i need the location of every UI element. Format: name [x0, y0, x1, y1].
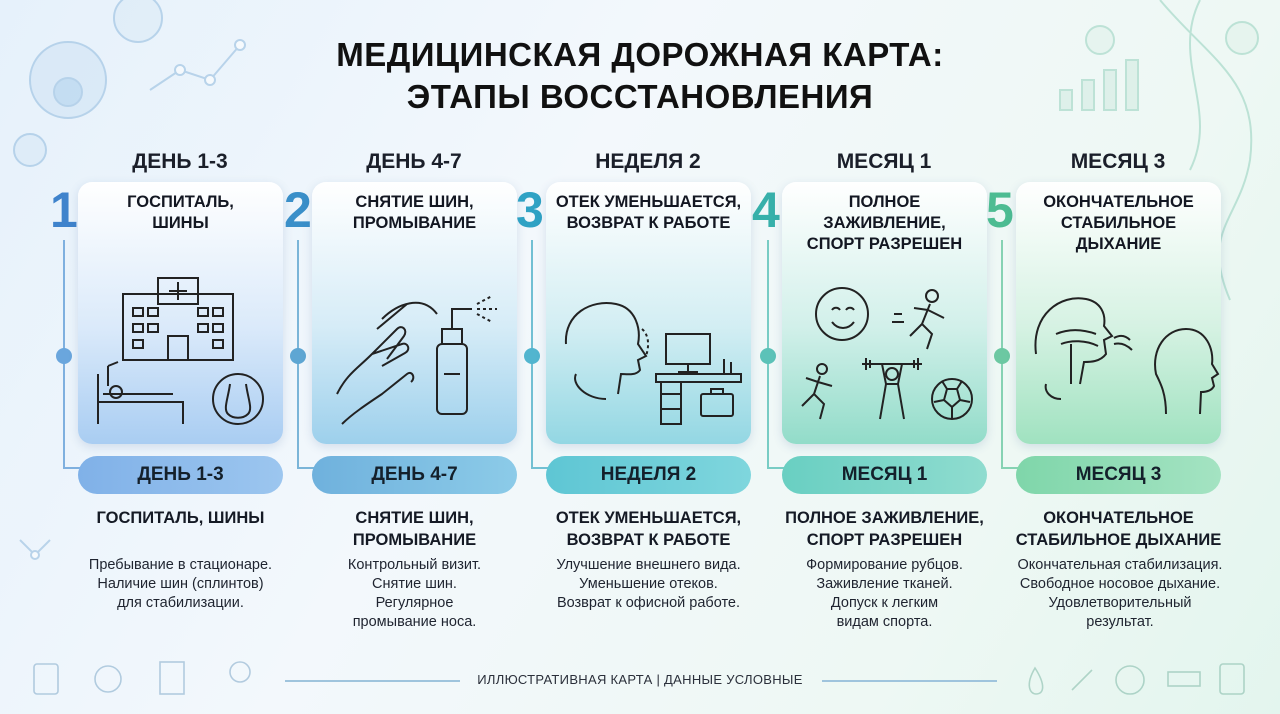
stage-card: ОКОНЧАТЕЛЬНОЕ СТАБИЛЬНОЕ ДЫХАНИЕ	[1016, 182, 1221, 444]
stage-description: Пребывание в стационаре. Наличие шин (сп…	[88, 557, 273, 611]
timeline-connector	[531, 467, 551, 469]
stage-pill: ДЕНЬ 4-7	[312, 456, 517, 494]
title-line-2: ЭТАПЫ ВОССТАНОВЛЕНИЯ	[406, 78, 874, 115]
office-desk-icon	[564, 302, 742, 425]
footer-text: ИЛЛЮСТРАТИВНАЯ КАРТА | ДАННЫЕ УСЛОВНЫЕ	[477, 672, 803, 687]
timeline-connector	[767, 467, 787, 469]
stage-description: Окончательная стабилизация. Свободное но…	[1017, 557, 1223, 630]
card-title: СНЯТИЕ ШИН, ПРОМЫВАНИЕ	[352, 193, 477, 232]
stage-subtitle: ОКОНЧАТЕЛЬНОЕ СТАБИЛЬНОЕ ДЫХАНИЕ	[1015, 509, 1222, 549]
stage-pill: ДЕНЬ 1-3	[78, 456, 283, 494]
stage-4: МЕСЯЦ 1 4 ПОЛНОЕ ЗАЖИВЛЕНИЕ, СПОРТ РАЗРЕ…	[752, 0, 1002, 714]
stage-5: МЕСЯЦ 3 5 ОКОНЧАТЕЛЬНОЕ СТАБИЛЬНОЕ ДЫХАН…	[986, 0, 1236, 714]
stage-3: НЕДЕЛЯ 2 3 ОТЕК УМЕНЬШАЕТСЯ, ВОЗВРАТ К Р…	[516, 0, 766, 714]
stage-subtitle: ГОСПИТАЛЬ, ШИНЫ	[96, 509, 265, 527]
stage-subtitle: ОТЕК УМЕНЬШАЕТСЯ, ВОЗВРАТ К РАБОТЕ	[555, 509, 742, 549]
stage-period: МЕСЯЦ 1	[836, 150, 932, 173]
timeline-connector	[1001, 467, 1021, 469]
nasal-spray-icon	[336, 295, 497, 425]
timeline-dot	[760, 348, 776, 364]
stage-number: 2	[284, 182, 312, 238]
stage-period: ДЕНЬ 1-3	[132, 150, 228, 173]
timeline-dot	[290, 348, 306, 364]
page-title: МЕДИЦИНСКАЯ ДОРОЖНАЯ КАРТА: ЭТАПЫ ВОССТА…	[0, 34, 1280, 118]
timeline-connector	[63, 467, 83, 469]
hospital-icon	[97, 277, 264, 425]
stage-description: Улучшение внешнего вида. Уменьшение отек…	[556, 557, 741, 611]
footer-divider-left	[285, 680, 460, 682]
stage-card: ПОЛНОЕ ЗАЖИВЛЕНИЕ, СПОРТ РАЗРЕШЕН	[782, 182, 987, 444]
timeline-dot	[994, 348, 1010, 364]
footer-note: ИЛЛЮСТРАТИВНАЯ КАРТА | ДАННЫЕ УСЛОВНЫЕ	[0, 672, 1280, 687]
stage-number: 5	[986, 182, 1014, 238]
stage-description: Контрольный визит. Снятие шин. Регулярно…	[347, 557, 482, 630]
stage-number: 3	[516, 182, 544, 238]
stage-number: 4	[752, 182, 780, 238]
timeline-dot	[524, 348, 540, 364]
timeline-dot	[56, 348, 72, 364]
stage-1: ДЕНЬ 1-3 1 ГОСПИТАЛЬ, ШИНЫ	[50, 0, 298, 714]
stage-card: СНЯТИЕ ШИН, ПРОМЫВАНИЕ	[312, 182, 517, 444]
stage-subtitle: СНЯТИЕ ШИН, ПРОМЫВАНИЕ	[352, 509, 477, 549]
card-title: ОТЕК УМЕНЬШАЕТСЯ, ВОЗВРАТ К РАБОТЕ	[555, 193, 742, 232]
stage-pill: МЕСЯЦ 3	[1016, 456, 1221, 494]
stage-card: ГОСПИТАЛЬ, ШИНЫ	[78, 182, 283, 444]
sport-icon	[801, 287, 973, 420]
stage-period: ДЕНЬ 4-7	[366, 150, 462, 173]
stage-number: 1	[50, 182, 78, 238]
breathing-icon	[1034, 297, 1220, 415]
card-title: ГОСПИТАЛЬ, ШИНЫ	[127, 193, 234, 232]
title-line-1: МЕДИЦИНСКАЯ ДОРОЖНАЯ КАРТА:	[336, 36, 944, 73]
card-title: ОКОНЧАТЕЛЬНОЕ СТАБИЛЬНОЕ ДЫХАНИЕ	[1043, 193, 1194, 253]
stage-period: МЕСЯЦ 3	[1070, 150, 1166, 173]
timeline-connector	[297, 467, 317, 469]
stage-2: ДЕНЬ 4-7 2 СНЯТИЕ ШИН, ПРОМЫВАНИЕ ДЕНЬ 4…	[284, 0, 532, 714]
stage-description: Формирование рубцов. Заживление тканей. …	[806, 557, 963, 630]
stage-pill: МЕСЯЦ 1	[782, 456, 987, 494]
stage-subtitle: ПОЛНОЕ ЗАЖИВЛЕНИЕ, СПОРТ РАЗРЕШЕН	[785, 509, 984, 549]
card-title: ПОЛНОЕ ЗАЖИВЛЕНИЕ, СПОРТ РАЗРЕШЕН	[806, 193, 963, 253]
stage-card: ОТЕК УМЕНЬШАЕТСЯ, ВОЗВРАТ К РАБОТЕ	[546, 182, 751, 444]
footer-divider-right	[822, 680, 997, 682]
stage-pill: НЕДЕЛЯ 2	[546, 456, 751, 494]
stage-period: НЕДЕЛЯ 2	[595, 150, 701, 173]
